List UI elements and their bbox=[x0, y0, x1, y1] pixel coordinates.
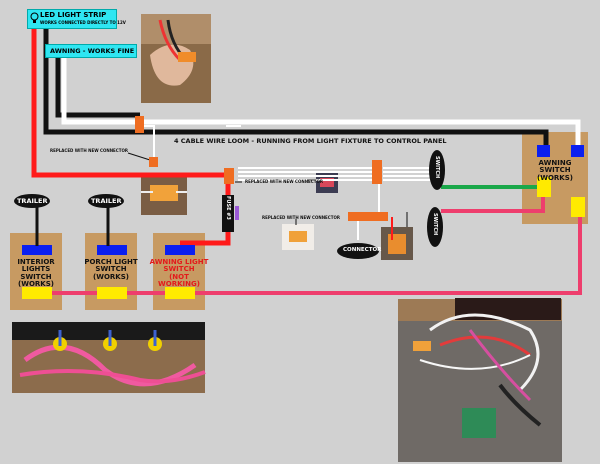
terminal-yellow-awning-left bbox=[537, 177, 551, 197]
connector-pill bbox=[337, 243, 379, 259]
fuse-box bbox=[222, 195, 234, 232]
connector-label: CONNECTOR bbox=[343, 247, 382, 253]
terminal-blue-awning-light bbox=[165, 245, 195, 255]
photo-connector-3 bbox=[282, 224, 314, 250]
wire-loom bbox=[137, 125, 432, 181]
lightbulb-icon bbox=[30, 12, 39, 23]
orange-connector-branch bbox=[348, 212, 388, 221]
replaced-label-2: REPLACED WITH NEW CONNECTOR bbox=[245, 179, 323, 184]
trailer-pill-interior bbox=[14, 194, 50, 208]
led-subtitle: WORKS CONNECTED DIRECTLY TO 12V bbox=[40, 20, 126, 25]
photo-connector-2 bbox=[316, 173, 338, 193]
fuse-label: FUSE #3 bbox=[225, 196, 231, 220]
terminal-blue-porch bbox=[97, 245, 127, 255]
wire-white-main bbox=[61, 50, 581, 148]
orange-connector-left bbox=[149, 157, 158, 167]
orange-connector-top bbox=[135, 116, 144, 133]
awning-works-box: AWNING - WORKS FINE bbox=[45, 44, 137, 58]
terminal-yellow-awning-light bbox=[165, 287, 195, 299]
pointer-lines bbox=[127, 152, 408, 227]
photo-control-panel bbox=[398, 298, 562, 462]
wire-connector-branch bbox=[357, 182, 380, 240]
photo-switch-wiring bbox=[12, 322, 206, 393]
loom-label: 4 CABLE WIRE LOOM - RUNNING FROM LIGHT F… bbox=[174, 137, 447, 145]
led-title: LED LIGHT STRIP bbox=[40, 11, 107, 19]
fuse-purple bbox=[235, 206, 239, 220]
photo-connector-1 bbox=[141, 173, 187, 215]
replaced-label-1: REPLACED WITH NEW CONNECTOR bbox=[50, 148, 128, 153]
switch-stubs bbox=[35, 206, 110, 246]
interior-switch-label: INTERIOR LIGHTS SWITCH (WORKS) bbox=[17, 258, 55, 289]
photo-hand-connector bbox=[141, 14, 211, 103]
replaced-label-3: REPLACED WITH NEW CONNECTOR bbox=[262, 215, 340, 220]
photo-connector-4 bbox=[381, 227, 413, 260]
trailer-pill-porch bbox=[88, 194, 124, 208]
terminal-yellow-awning-right bbox=[571, 197, 585, 217]
orange-connector-mid bbox=[224, 168, 234, 184]
awning-works-label: AWNING - WORKS FINE bbox=[50, 47, 135, 55]
awning-switch-label: AWNING SWITCH (WORKS) bbox=[537, 159, 573, 182]
terminal-blue-interior bbox=[22, 245, 52, 255]
switch-pill-2 bbox=[427, 207, 443, 247]
trailer-tag-porch: TRAILER bbox=[91, 197, 122, 205]
terminal-yellow-porch bbox=[97, 287, 127, 299]
terminal-yellow-interior bbox=[22, 287, 52, 299]
orange-connector-right bbox=[372, 160, 382, 184]
porch-switch-label: PORCH LIGHT SWITCH (WORKS) bbox=[84, 258, 138, 281]
wire-black-awning bbox=[55, 50, 140, 118]
switch-label-2: SWITCH bbox=[432, 213, 438, 236]
trailer-tag-interior: TRAILER bbox=[17, 197, 48, 205]
switch-label-1: SWITCH bbox=[434, 156, 440, 179]
terminal-blue-awning-left bbox=[537, 145, 550, 157]
wire-pink-bottom bbox=[36, 210, 582, 295]
led-light-strip-box: LED LIGHT STRIP WORKS CONNECTED DIRECTLY… bbox=[27, 9, 126, 29]
switch-pill-1 bbox=[429, 150, 445, 190]
terminal-blue-awning-right bbox=[571, 145, 584, 157]
wire-black-main bbox=[43, 22, 549, 148]
awning-light-switch-label: AWNING LIGHT SWITCH (NOT WORKING) bbox=[149, 258, 209, 289]
